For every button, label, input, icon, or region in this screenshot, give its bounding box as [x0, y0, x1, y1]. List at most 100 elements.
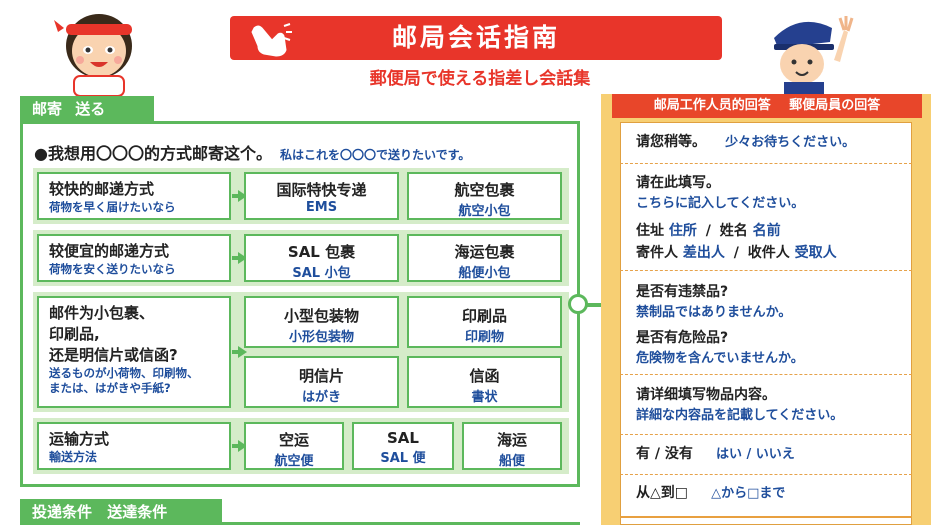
send-headline-ja: 私はこれを〇〇〇で送りたいです。: [279, 148, 471, 162]
divider: [620, 374, 912, 375]
row-fast-label-zh: 较快的邮递方式: [49, 180, 155, 198]
option-sal-ja: SAL 便: [380, 451, 426, 466]
bullet-icon: ●: [34, 144, 48, 163]
option-air-parcel-ja: 航空小包: [458, 204, 511, 219]
arrow-icon: [232, 444, 238, 448]
option-seamail[interactable]: 海运 船便: [462, 422, 562, 470]
arrow-icon: [232, 256, 238, 260]
staff-answer-prohibited[interactable]: 是否有违禁品? 禁制品ではありませんか。: [620, 281, 912, 323]
row-transport-label-zh: 运输方式: [49, 430, 110, 448]
staff-panel-header-zh: 邮局工作人员的回答: [653, 98, 771, 113]
row-transport-label-ja: 輸送方法: [49, 450, 98, 464]
staff-answer-fill-in-ja: こちらに記入してください。: [636, 196, 805, 211]
row-type-label-ja-2: または、はがきや手紙?: [49, 381, 171, 395]
staff-answer-contents-zh: 请详细填写物品内容。: [636, 387, 776, 403]
row-type-label-zh-3: 还是明信片或信函?: [49, 346, 178, 364]
page-subtitle: 郵便局で使える指差し会話集: [369, 69, 591, 89]
staff-panel-header-ja: 郵便局員の回答: [789, 98, 881, 113]
option-printed-matter[interactable]: 印刷品 印刷物: [407, 296, 562, 348]
option-ems[interactable]: 国际特快专递 EMS: [244, 172, 399, 220]
connector-node: [568, 294, 588, 314]
page-title-banner: 邮局会话指南: [230, 16, 722, 60]
row-fast-label[interactable]: 较快的邮递方式 荷物を早く届けたいなら: [37, 172, 231, 220]
row-type-label[interactable]: 邮件为小包裹、 印刷品, 还是明信片或信函? 送るものが小荷物、印刷物、 または…: [37, 296, 231, 408]
page-title: 邮局会话指南: [391, 23, 560, 52]
send-section-tab-ja: 送る: [75, 100, 106, 118]
staff-answer-wait[interactable]: 请您稍等。 少々お待ちください。: [620, 131, 912, 153]
option-sea-parcel-ja: 船便小包: [458, 266, 511, 281]
staff-answer-dangerous[interactable]: 是否有危险品? 危険物を含んでいませんか。: [620, 327, 912, 369]
term-sender-zh: 寄件人: [636, 245, 678, 261]
option-air-parcel-zh: 航空包裹: [454, 181, 515, 199]
option-printed-matter-zh: 印刷品: [461, 307, 507, 325]
option-letter-zh: 信函: [469, 367, 500, 385]
arrow-icon: [232, 194, 238, 198]
row-type-label-zh-2: 印刷品,: [49, 325, 100, 343]
send-headline-zh: 我想用〇〇〇的方式邮寄这个。: [47, 144, 272, 163]
option-small-packet-ja: 小形包装物: [288, 330, 354, 345]
send-section-tab: 邮寄 送る: [20, 96, 154, 122]
divider: [620, 163, 912, 164]
staff-answer-prohibited-ja: 禁制品ではありませんか。: [636, 305, 792, 320]
term-name-zh: 姓名: [719, 223, 748, 239]
staff-answer-contents[interactable]: 请详细填写物品内容。 詳細な内容品を記載してください。: [620, 384, 912, 426]
row-type-label-zh-1: 邮件为小包裹、: [49, 304, 155, 322]
row-cheap-label[interactable]: 较便宜的邮递方式 荷物を安く送りたいなら: [37, 234, 231, 282]
option-seamail-ja: 船便: [498, 454, 525, 469]
staff-answer-contents-ja: 詳細な内容品を記載してください。: [636, 408, 844, 423]
option-seamail-zh: 海运: [496, 431, 527, 449]
conditions-section-tab: 投递条件 送達条件: [20, 499, 222, 525]
term-sender-ja: 差出人: [682, 245, 725, 261]
option-letter[interactable]: 信函 書状: [407, 356, 562, 408]
option-sal-parcel-zh: SAL 包裹: [287, 243, 356, 261]
slash: /: [733, 245, 739, 261]
staff-panel-header: 邮局工作人员的回答 郵便局員の回答: [612, 94, 922, 118]
option-ems-zh: 国际特快专递: [276, 181, 367, 199]
divider: [620, 270, 912, 271]
term-address-ja: 住所: [668, 223, 697, 239]
arrow-icon: [238, 190, 247, 202]
divider: [620, 434, 912, 435]
connector-line: [578, 303, 622, 307]
arrow-icon: [238, 440, 247, 452]
option-sal-parcel[interactable]: SAL 包裹 SAL 小包: [244, 234, 399, 282]
address-terms-line-2: 寄件人 差出人 / 收件人 受取人: [636, 242, 896, 264]
option-postcard-zh: 明信片: [298, 367, 344, 385]
staff-answer-dangerous-ja: 危険物を含んでいませんか。: [636, 351, 804, 366]
staff-answer-from-to-zh: 从△到□: [636, 485, 688, 501]
option-letter-ja: 書状: [471, 390, 498, 405]
address-terms-line-1: 住址 住所 / 姓名 名前: [636, 220, 896, 242]
term-recipient-zh: 收件人: [747, 245, 790, 261]
option-sal-zh: SAL: [387, 429, 419, 447]
option-sea-parcel[interactable]: 海运包裹 船便小包: [407, 234, 562, 282]
option-postcard[interactable]: 明信片 はがき: [244, 356, 399, 408]
term-name-ja: 名前: [752, 223, 781, 239]
conditions-section-border: [20, 522, 580, 525]
arrow-icon: [232, 350, 238, 354]
row-transport-label[interactable]: 运输方式 輸送方法: [37, 422, 231, 470]
option-small-packet-zh: 小型包装物: [283, 307, 359, 325]
arrow-icon: [238, 252, 247, 264]
staff-answer-wait-zh: 请您稍等。: [636, 134, 706, 150]
slash: /: [705, 223, 711, 239]
staff-answer-fill-in[interactable]: 请在此填写。 こちらに記入してください。: [620, 172, 912, 214]
send-section-tab-zh: 邮寄: [32, 100, 63, 118]
term-recipient-ja: 受取人: [794, 245, 837, 261]
conditions-section-tab-ja: 送達条件: [107, 503, 168, 521]
staff-answer-yes-no-zh: 有 / 没有: [636, 446, 693, 462]
arrow-icon: [238, 346, 247, 358]
staff-answer-from-to-ja: △から□まで: [711, 486, 786, 501]
option-sal-parcel-ja: SAL 小包: [292, 266, 351, 281]
option-sal[interactable]: SAL SAL 便: [352, 422, 454, 470]
divider: [620, 474, 912, 475]
girl-character-icon: [44, 6, 154, 97]
staff-answer-prohibited-zh: 是否有违禁品?: [636, 284, 729, 300]
staff-answer-from-to[interactable]: 从△到□ △から□まで: [620, 482, 912, 504]
option-small-packet[interactable]: 小型包装物 小形包装物: [244, 296, 399, 348]
row-type-label-ja-1: 送るものが小荷物、印刷物、: [49, 366, 199, 380]
staff-answer-fill-in-zh: 请在此填写。: [636, 175, 720, 191]
option-air-parcel[interactable]: 航空包裹 航空小包: [407, 172, 562, 220]
option-airmail[interactable]: 空运 航空便: [244, 422, 344, 470]
row-fast-label-ja: 荷物を早く届けたいなら: [49, 200, 176, 214]
staff-answer-yes-no[interactable]: 有 / 没有 はい / いいえ: [620, 443, 912, 465]
